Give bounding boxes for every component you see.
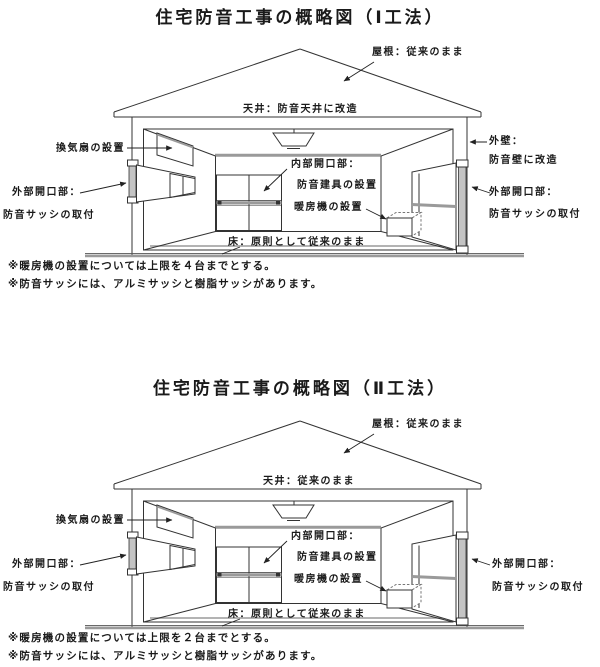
- label-floor-1: 床：原則として従来のまま: [228, 237, 366, 248]
- note-heater-limit-2: ※暖房機の設置については上限を２台までとする。: [8, 632, 276, 644]
- label-ext-opening-right-2a: 外部開口部：: [492, 559, 561, 570]
- label-ext-opening-left-2a: 外部開口部：: [12, 559, 81, 570]
- label-roof-2: 屋根：従来のまま: [372, 419, 464, 430]
- label-ext-opening-left-2b: 防音サッシの取付: [3, 582, 95, 593]
- label-int-opening-1b: 防音建具の設置: [297, 180, 378, 191]
- label-vent-fan-1: 換気扇の設置: [56, 143, 125, 154]
- note-sash-types-1: ※防音サッシには、アルミサッシと樹脂サッシがあります。: [8, 278, 323, 290]
- label-ext-wall-1b: 防音壁に改造: [489, 155, 558, 166]
- label-ceiling-2: 天井：従来のまま: [263, 476, 355, 487]
- label-ext-opening-left-1b: 防音サッシの取付: [3, 210, 95, 221]
- label-heater-1: 暖房機の設置: [294, 202, 363, 213]
- label-ext-opening-left-1a: 外部開口部：: [12, 187, 81, 198]
- label-ceiling-1: 天井：防音天井に改造: [243, 104, 358, 115]
- label-ext-opening-right-1a: 外部開口部：: [489, 187, 558, 198]
- label-int-opening-1a: 内部開口部：: [291, 159, 360, 170]
- label-ext-wall-1a: 外壁：: [489, 136, 524, 147]
- label-int-opening-2a: 内部開口部：: [291, 531, 360, 542]
- note-sash-types-2: ※防音サッシには、アルミサッシと樹脂サッシがあります。: [8, 650, 323, 662]
- diagram1-title: 住宅防音工事の概略図（Ⅰ工法）: [155, 8, 445, 28]
- label-roof-1: 屋根：従来のまま: [372, 47, 464, 58]
- label-heater-2: 暖房機の設置: [294, 574, 363, 585]
- label-int-opening-2b: 防音建具の設置: [297, 552, 378, 563]
- diagram2-title: 住宅防音工事の概略図（Ⅱ工法）: [152, 379, 448, 399]
- label-ext-opening-right-2b: 防音サッシの取付: [492, 582, 584, 593]
- label-floor-2: 床：原則として従来のまま: [228, 609, 366, 620]
- label-vent-fan-2: 換気扇の設置: [56, 515, 125, 526]
- label-ext-opening-right-1b: 防音サッシの取付: [489, 209, 581, 220]
- note-heater-limit-1: ※暖房機の設置については上限を４台までとする。: [8, 260, 276, 272]
